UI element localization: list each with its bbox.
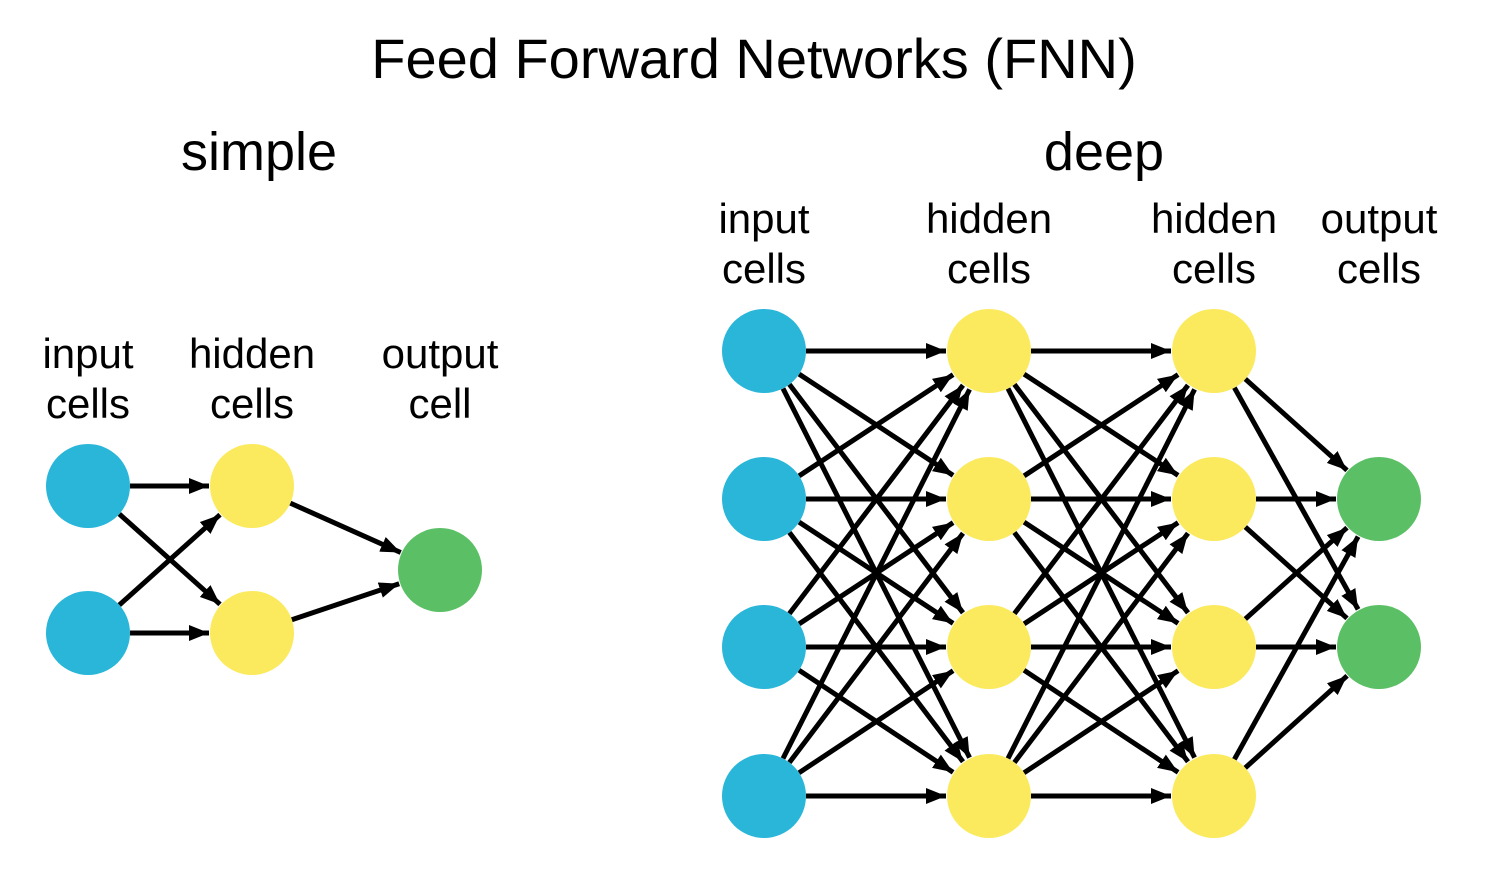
layer-label-line: cells — [210, 380, 294, 427]
layer-label-line: output — [382, 330, 499, 377]
layer-label-line: cells — [1337, 245, 1421, 292]
connection-arrow — [1022, 668, 1180, 775]
connection-arrow — [1243, 673, 1349, 770]
layer-label-line: input — [718, 195, 809, 242]
layer-label-line: cells — [1172, 245, 1256, 292]
connection-arrow — [289, 500, 402, 555]
output-cell-node — [398, 528, 482, 612]
output-cell-node — [1337, 457, 1421, 541]
hidden-cell-node — [1172, 309, 1256, 393]
layer-label-line: cells — [947, 245, 1031, 292]
connection-arrow — [1243, 525, 1349, 621]
deep-network: deep inputcellshiddencellshiddencellsout… — [718, 122, 1438, 838]
hidden-cell-node — [210, 591, 294, 675]
hidden-cell-node — [947, 309, 1031, 393]
connection-arrow — [1012, 383, 1190, 616]
layer-label-line: hidden — [926, 195, 1052, 242]
layer-label-line: hidden — [1151, 195, 1277, 242]
connection-arrow — [1243, 377, 1349, 473]
connection-arrow — [787, 531, 965, 765]
hidden-cell-node — [1172, 754, 1256, 838]
connection-arrow — [117, 512, 222, 607]
connection-arrow — [1232, 535, 1361, 761]
layer-label-line: cells — [722, 245, 806, 292]
layer-label-line: hidden — [189, 330, 315, 377]
input-cell-node — [46, 591, 130, 675]
layer-label-line: cells — [46, 380, 130, 427]
hidden-cell-node — [1172, 605, 1256, 689]
layer-label-line: output — [1321, 195, 1438, 242]
input-cell-node — [46, 444, 130, 528]
diagram-title: Feed Forward Networks (FNN) — [371, 27, 1136, 90]
simple-network-edges — [117, 478, 402, 641]
hidden-cell-node — [1172, 457, 1256, 541]
deep-network-edges — [780, 343, 1361, 804]
connection-arrow — [787, 383, 965, 616]
hidden-cell-node — [210, 444, 294, 528]
layer-label-line: cell — [408, 380, 471, 427]
connection-arrow — [1005, 388, 1197, 760]
connection-arrow — [780, 388, 972, 760]
deep-network-label: deep — [1044, 122, 1164, 182]
connection-arrow — [1012, 531, 1190, 765]
input-cell-node — [722, 309, 806, 393]
hidden-cell-node — [947, 754, 1031, 838]
output-cell-node — [1337, 605, 1421, 689]
hidden-cell-node — [947, 457, 1031, 541]
deep-network-nodes — [722, 309, 1421, 838]
input-cell-node — [722, 457, 806, 541]
connection-arrow — [797, 668, 955, 775]
layer-label-line: input — [42, 330, 133, 377]
input-cell-node — [722, 754, 806, 838]
simple-network-label: simple — [181, 122, 337, 182]
simple-network-nodes — [46, 444, 482, 675]
connection-arrow — [797, 372, 955, 478]
connection-arrow — [1022, 372, 1180, 478]
deep-network-layer-labels: inputcellshiddencellshiddencellsoutputce… — [718, 195, 1437, 292]
hidden-cell-node — [947, 605, 1031, 689]
connection-arrow — [291, 581, 400, 623]
input-cell-node — [722, 605, 806, 689]
